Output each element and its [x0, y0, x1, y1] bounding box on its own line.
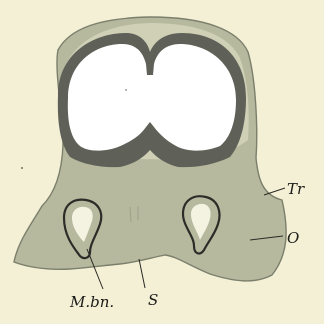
label-s: S	[148, 291, 158, 309]
speck	[125, 89, 126, 90]
label-mbn: M.bn.	[69, 293, 114, 311]
speck	[21, 167, 23, 169]
label-tr: Tr	[287, 180, 305, 198]
label-o: O	[287, 229, 299, 247]
